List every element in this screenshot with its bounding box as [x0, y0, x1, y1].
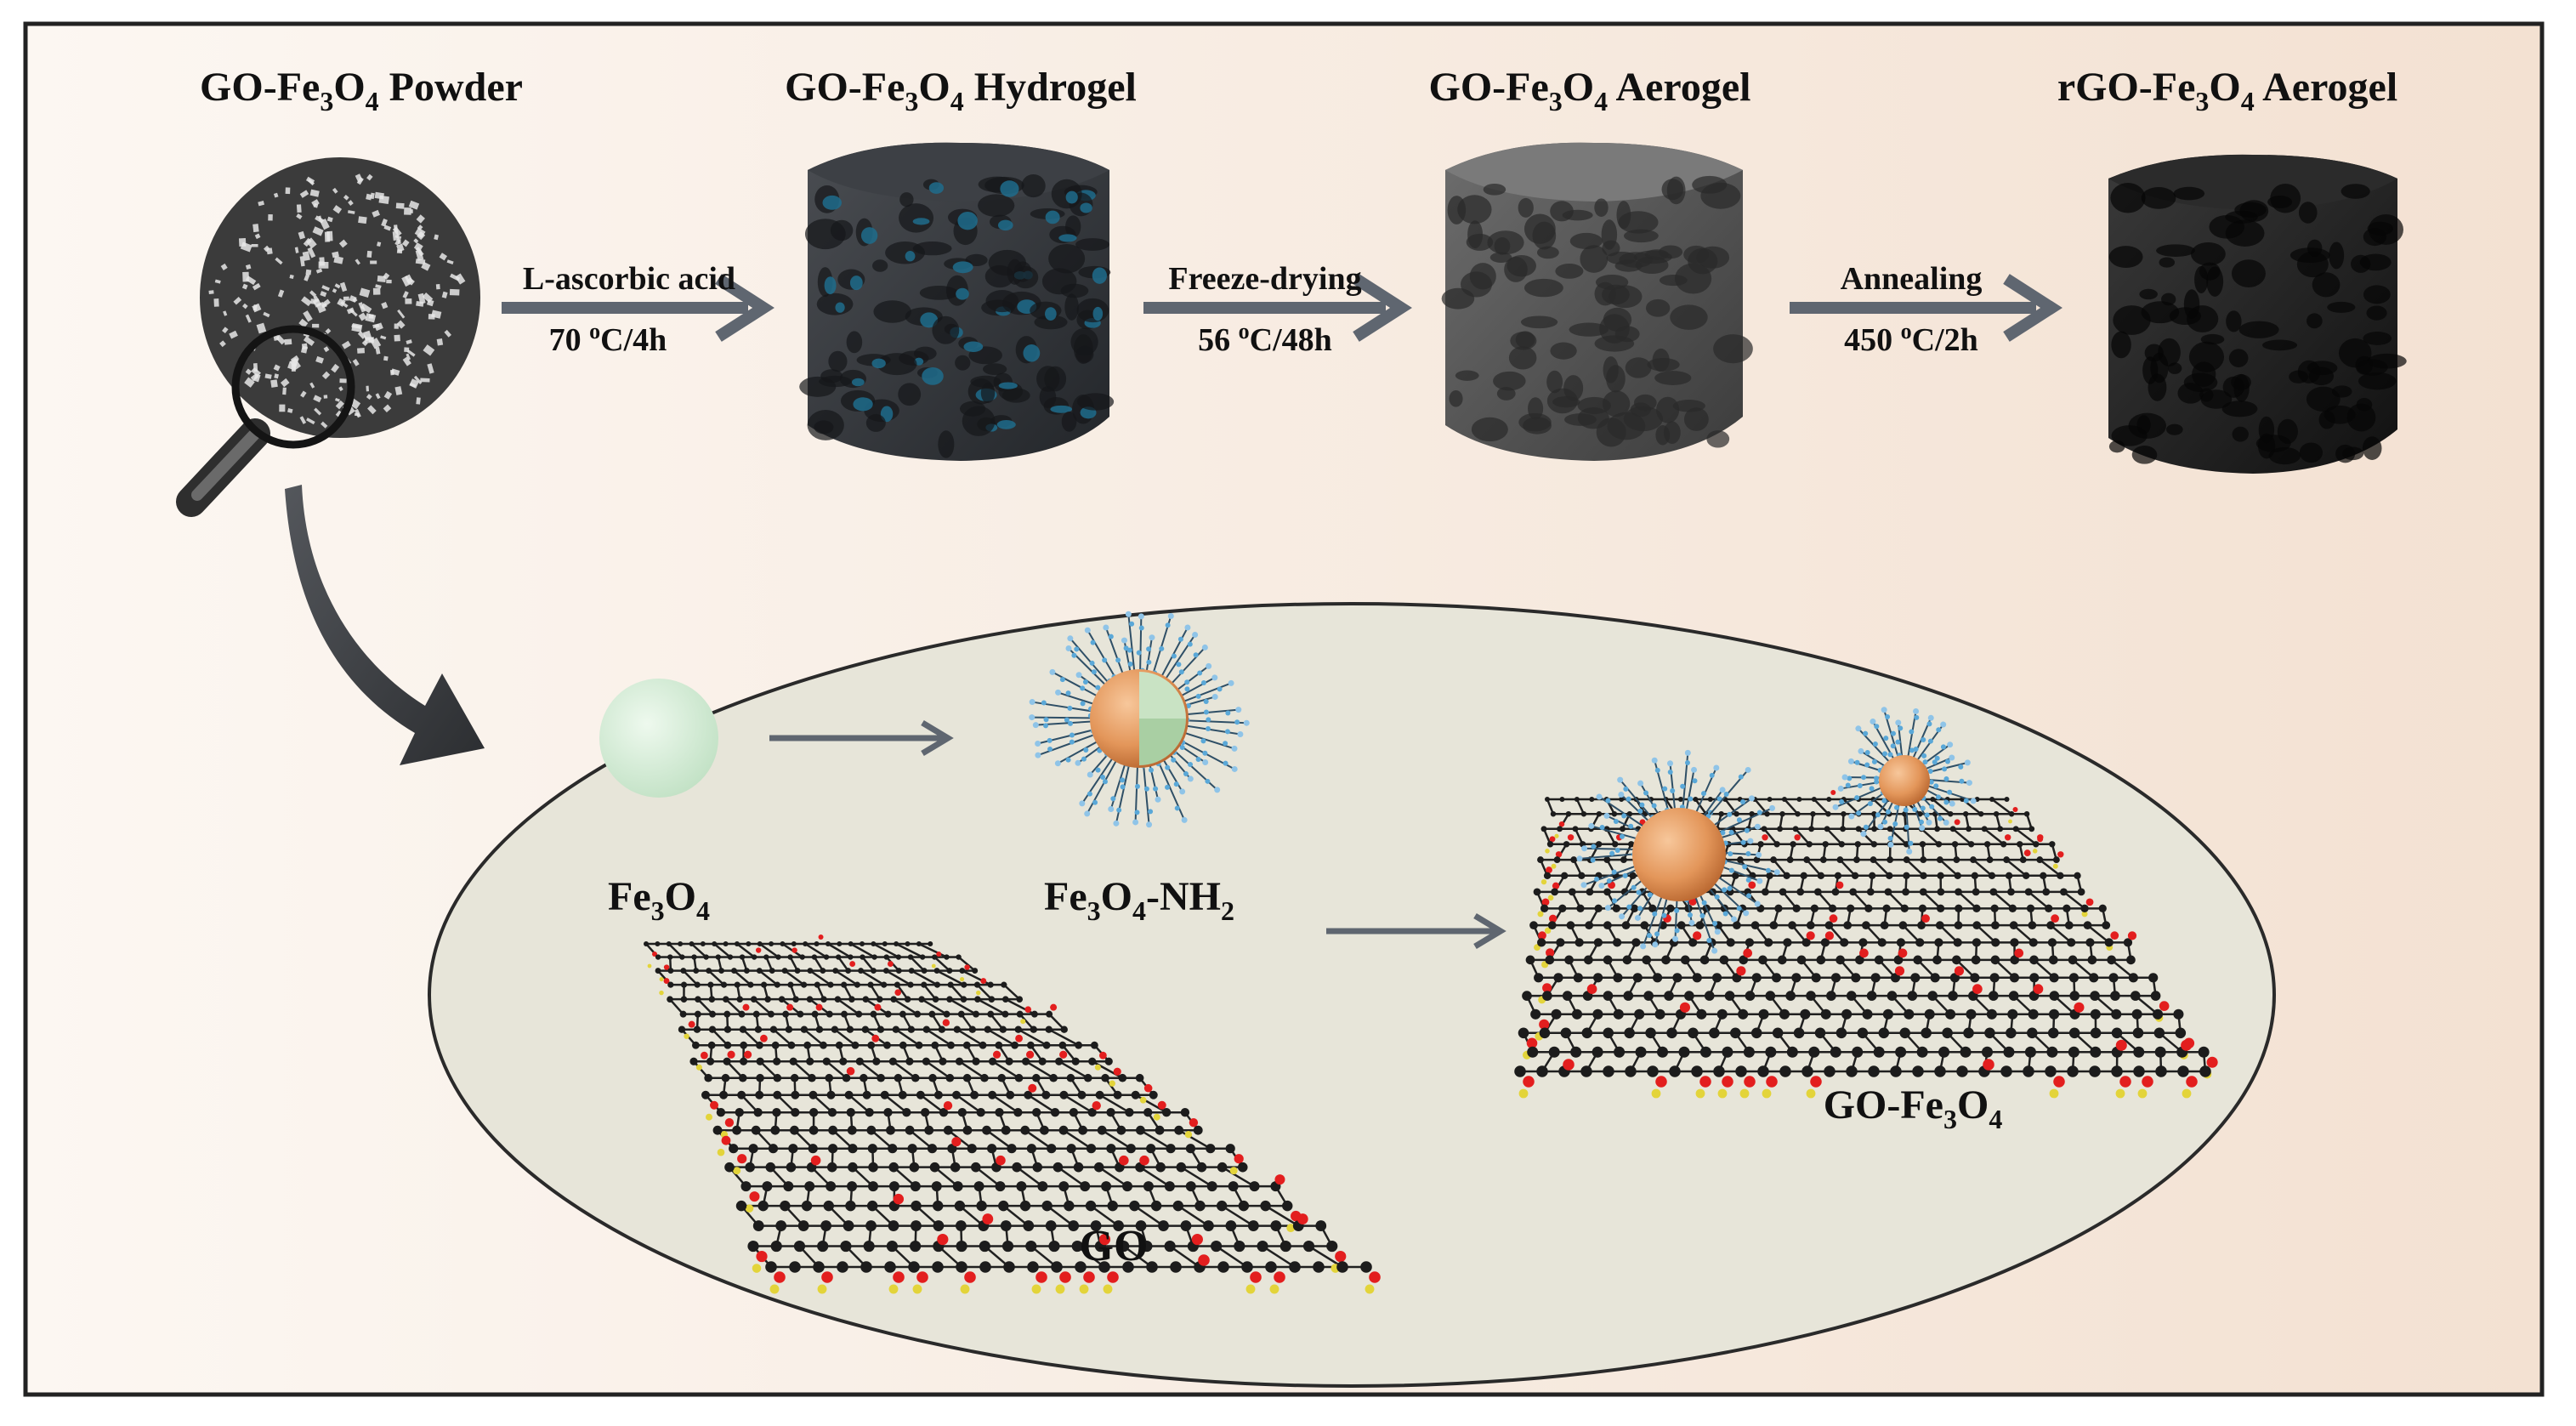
step-label-1: L-ascorbic acid [523, 261, 735, 297]
stage-title-rgo-aerogel: rGO-Fe3O4 Aerogel [2057, 65, 2397, 116]
stage-title-powder: GO-Fe3O4 Powder [200, 65, 523, 116]
label-go: GO [1080, 1222, 1149, 1270]
powder-sphere [200, 157, 480, 438]
step-cond-2: 56 oC/48h [1198, 319, 1332, 358]
step-cond-1: 70 oC/4h [549, 319, 667, 358]
aerogel-cube [1442, 143, 1753, 461]
rgo-aerogel-cube [2108, 155, 2407, 474]
label-go-fe3o4: GO-Fe3O4 [1824, 1082, 2003, 1134]
stage-title-aerogel: GO-Fe3O4 Aerogel [1428, 65, 1750, 116]
step-cond-3: 450 oC/2h [1844, 319, 1978, 358]
step-label-2: Freeze-drying [1168, 261, 1361, 297]
hydrogel-cube [799, 143, 1114, 461]
step-label-3: Annealing [1841, 261, 1983, 297]
fe3o4-sphere [599, 679, 718, 798]
